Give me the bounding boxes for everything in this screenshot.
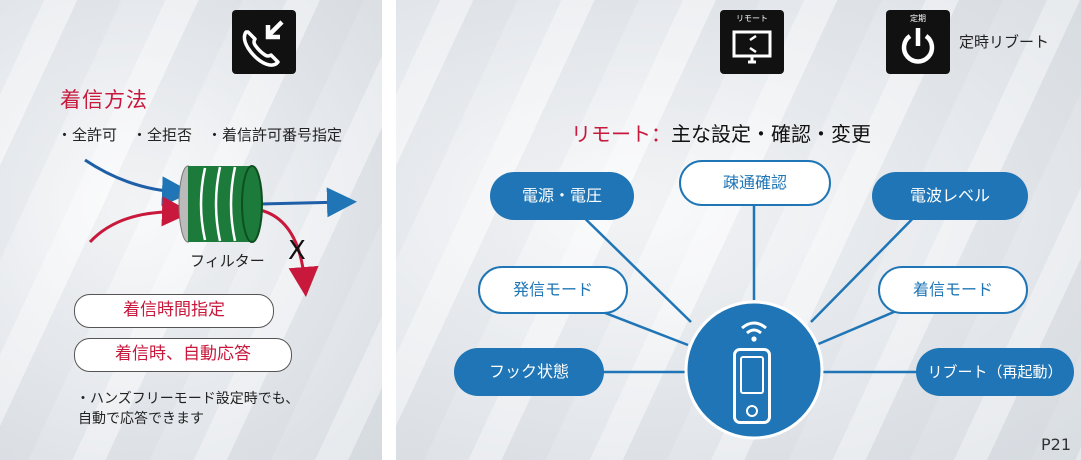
node-outgoing-mode: 発信モード <box>478 266 628 314</box>
phone-device-icon <box>733 348 771 424</box>
note-line-2: 自動で応答できます <box>78 411 204 427</box>
left-panel: 着信方法 ・全許可 ・全拒否 ・着信許可番号指定 X フィルター 着信時間指定 … <box>0 0 382 460</box>
page-number: P21 <box>1040 435 1071 454</box>
device-button <box>746 405 758 417</box>
remote-monitor-icon: リモート <box>720 10 784 74</box>
node-signal-level: 電波レベル <box>872 172 1028 220</box>
node-comm-check: 疎通確認 <box>679 160 831 206</box>
node-reboot: リブート（再起動） <box>916 348 1074 396</box>
remote-icon-label: リモート <box>736 14 768 23</box>
incoming-method-heading: 着信方法 <box>60 88 148 112</box>
node-incoming-mode: 着信モード <box>878 266 1028 314</box>
remote-heading-rest: 主な設定・確認・変更 <box>671 122 871 146</box>
note-line-1: ・ハンズフリーモード設定時でも、 <box>76 391 300 407</box>
remote-heading: リモート：主な設定・確認・変更 <box>571 118 871 147</box>
filter-label: フィルター <box>190 252 265 270</box>
node-power-voltage: 電源・電圧 <box>490 172 634 220</box>
connector-lines <box>536 198 966 440</box>
node-hook-state: フック状態 <box>454 348 604 396</box>
remote-heading-colon: ： <box>651 122 671 146</box>
scheduled-reboot-text: 定時リブート <box>959 33 1050 51</box>
wifi-icon <box>741 321 767 342</box>
incoming-options-text: ・全許可 ・全拒否 ・着信許可番号指定 <box>57 126 343 144</box>
right-panel: リモート 定期 定時リブート リモート：主な設定・確認・変更 電源・電圧 <box>396 0 1081 460</box>
filter-x-mark: X <box>288 236 306 266</box>
auto-answer-pill: 着信時、自動応答 <box>74 338 292 372</box>
remote-heading-prefix: リモート <box>571 122 651 146</box>
filter-diagram <box>84 158 357 297</box>
device-screen <box>740 356 764 394</box>
power-icon: 定期 <box>886 10 950 74</box>
reboot-icon-label: 定期 <box>910 14 926 23</box>
incoming-call-icon <box>232 10 296 74</box>
incoming-time-pill: 着信時間指定 <box>74 294 274 328</box>
